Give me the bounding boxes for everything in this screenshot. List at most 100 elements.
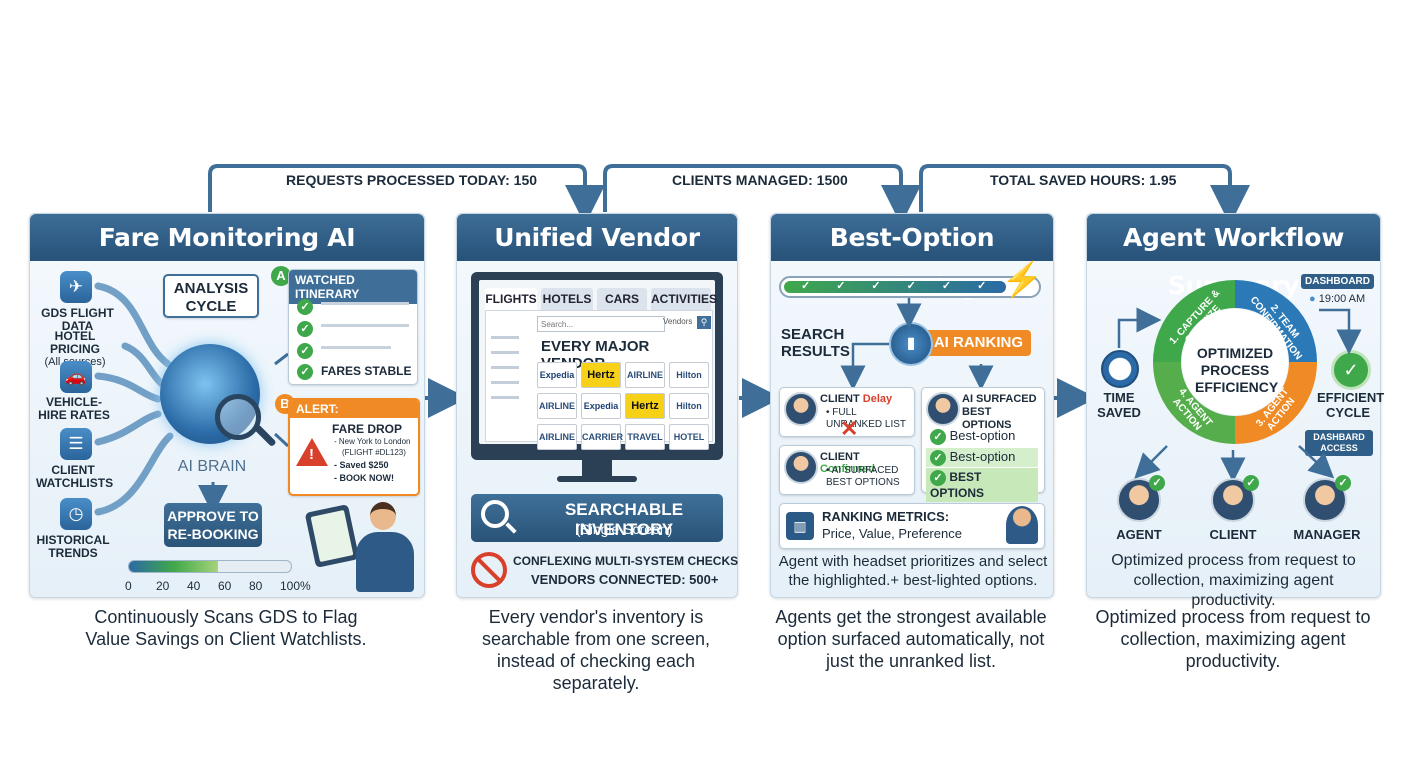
fare-flight: (FLIGHT #DL123) (342, 448, 406, 457)
watched-itinerary-card: WATCHED ITINERARY ✓ ✓ ✓ ✓ FARES STABLE (288, 269, 418, 385)
cross-icon: ✕ (840, 416, 859, 441)
efficient-cycle: EFFICIENT CYCLE (1317, 390, 1385, 420)
approve-rebooking-button[interactable]: APPROVE TO RE-BOOKING (164, 503, 262, 547)
vendor-logo[interactable]: Expedia (537, 362, 577, 388)
check-icon: ✓ (297, 320, 313, 338)
vendor-logo[interactable]: Hilton (669, 362, 709, 388)
caption-fare: Continuously Scans GDS to Flag Value Sav… (85, 607, 367, 649)
inventory-title: SEARCHABLE INVENTORY (564, 500, 684, 539)
sidebar-list (491, 336, 519, 399)
tab-activities[interactable]: ACTIVITIES (651, 288, 717, 310)
metric-requests: REQUESTS PROCESSED TODAY: 150 (278, 172, 546, 188)
client-avatar (784, 450, 818, 484)
ranking-metrics-card: ▥ RANKING METRICS: Price, Value, Prefere… (779, 503, 1045, 549)
vendor-logo[interactable]: Expedia (581, 393, 621, 419)
monitor-stand (582, 460, 612, 478)
surfaced-options-card: AI SURFACED BEST OPTIONS ✓ Best-option ✓… (921, 387, 1045, 502)
inventory-sub: (Single Screen) (575, 521, 673, 537)
lightning-icon: ⚡ (1001, 261, 1044, 299)
badge-a: A (271, 266, 291, 286)
workflow-cycle (1153, 280, 1317, 444)
alert-card: ALERT: ! FARE DROP - New York to London … (288, 398, 420, 496)
chart-icon: ▮ (889, 322, 933, 366)
vendor-logo[interactable]: HOTEL (669, 424, 709, 450)
progress-tick: 60 (218, 579, 232, 593)
progress-tick: 100% (280, 579, 311, 593)
time-saved: TIME SAVED (1097, 390, 1141, 420)
tab-cars[interactable]: CARS (597, 288, 647, 310)
best-option-2[interactable]: ✓ Best-option (926, 448, 1038, 467)
fare-route: - New York to London (334, 437, 411, 446)
agent-avatar (926, 392, 960, 426)
vendors-filter[interactable]: Vendors (663, 317, 693, 326)
list-icon: ☰ (60, 428, 92, 460)
tab-hotels[interactable]: HOTELS (541, 288, 593, 310)
caption-vendor: Every vendor's inventory is searchable f… (481, 607, 711, 693)
caption-best: Agents get the strongest available optio… (775, 607, 1047, 671)
vendor-logo[interactable]: AIRLINE (625, 362, 665, 388)
metrics-title: RANKING METRICS: (822, 509, 950, 524)
source-gds: GDS FLIGHT DATA (41, 306, 114, 333)
panel-workflow-summary: Agent Workflow Summary DASHBOARD ● 19:00… (1086, 213, 1385, 609)
best-option-3[interactable]: ✓ BEST OPTIONS (926, 468, 1038, 502)
check-icon: ✓ (297, 298, 313, 316)
caption-workflow: Optimized process from request to collec… (1095, 607, 1371, 671)
warning-icon (296, 438, 328, 466)
monitor: FLIGHTS HOTELS CARS ACTIVITIES Vendors ⚲… (471, 272, 723, 460)
source-watchlists: CLIENT WATCHLISTS (36, 463, 114, 490)
vendor-logo[interactable]: Hilton (669, 393, 709, 419)
inventory-banner: SEARCHABLE INVENTORY (Single Screen) (471, 494, 723, 542)
workflow-connectors (1117, 307, 1362, 483)
metrics-sub: Price, Value, Preference (822, 526, 962, 541)
progress-fill (129, 561, 219, 572)
fare-book: - BOOK NOW! (334, 473, 394, 483)
client-avatar (784, 392, 818, 426)
vendor-logo[interactable]: AIRLINE (537, 393, 577, 419)
surfaced-title: AI SURFACED BEST OPTIONS (962, 393, 1037, 431)
progress-tick: 80 (249, 579, 263, 593)
vendor-logo[interactable]: CARRIER (581, 424, 623, 450)
check-icon: ✓ (297, 363, 313, 381)
no-icon (471, 552, 507, 588)
panel-title: Fare Monitoring AI (30, 214, 424, 261)
role-agent: AGENT (1116, 527, 1162, 542)
workflow-note: Optimized process from request to collec… (1111, 552, 1356, 609)
vendor-logo[interactable]: Hertz (625, 393, 665, 419)
progress-tick: 0 (125, 579, 132, 593)
ai-ranking-badge: AI RANKING ▮ (889, 322, 1034, 366)
progress-bar (128, 560, 292, 573)
role-manager: MANAGER (1293, 527, 1361, 542)
metric-hours: TOTAL SAVED HOURS: 1.95 (982, 172, 1185, 188)
check-icon: ✓ (1243, 474, 1259, 492)
vendor-logo[interactable]: AIRLINE (537, 424, 577, 450)
vendor-logo[interactable]: TRAVEL (625, 424, 665, 450)
check-icon: ✓ (1149, 474, 1165, 492)
client-confirmed-card: CLIENT Confirmed • AI SURFACED BEST OPTI… (779, 445, 915, 495)
headset-agent-icon (1006, 506, 1038, 544)
dashboard-label[interactable]: DASHBOARD (1301, 274, 1374, 289)
tablet-icon (304, 504, 360, 568)
panel-title: Unified Vendor Search (457, 214, 737, 300)
conflict-text: CONFLEXING MULTI-SYSTEM CHECKS (513, 554, 739, 568)
magnifier-icon (481, 500, 509, 528)
analysis-cycle-box: ANALYSIS CYCLE (163, 274, 259, 318)
progress-track: ✓✓✓✓✓✓ (779, 276, 1041, 298)
car-icon: 🚗 (60, 361, 92, 393)
panel-best-option: Best-Option Surfacing ✓✓✓✓✓✓ ⚡ SEARCH RE… (770, 213, 1054, 598)
vendor-logo[interactable]: Hertz (581, 362, 621, 388)
progress-tick: 20 (156, 579, 170, 593)
best-option-1[interactable]: ✓ Best-option (930, 428, 1015, 445)
plane-icon: ✈ (60, 271, 92, 303)
fare-saved: - Saved $250 (334, 460, 389, 470)
dashboard-time: ● 19:00 AM (1309, 293, 1366, 305)
tab-flights[interactable]: FLIGHTS (485, 288, 537, 310)
best-option-note: Agent with headset prioritizes and selec… (778, 553, 1048, 589)
search-icon[interactable]: ⚲ (697, 316, 711, 329)
check-icon: ✓ (297, 342, 313, 360)
dashboard-access[interactable]: DASHBARD ACCESS (1305, 430, 1373, 456)
panel-vendor-search: Unified Vendor Search FLIGHTS HOTELS CAR… (456, 213, 738, 598)
stopwatch-icon (1101, 350, 1139, 388)
watched-header: WATCHED ITINERARY (289, 270, 417, 304)
vendor-search-input[interactable] (537, 316, 665, 332)
agent-with-tablet (304, 502, 418, 594)
